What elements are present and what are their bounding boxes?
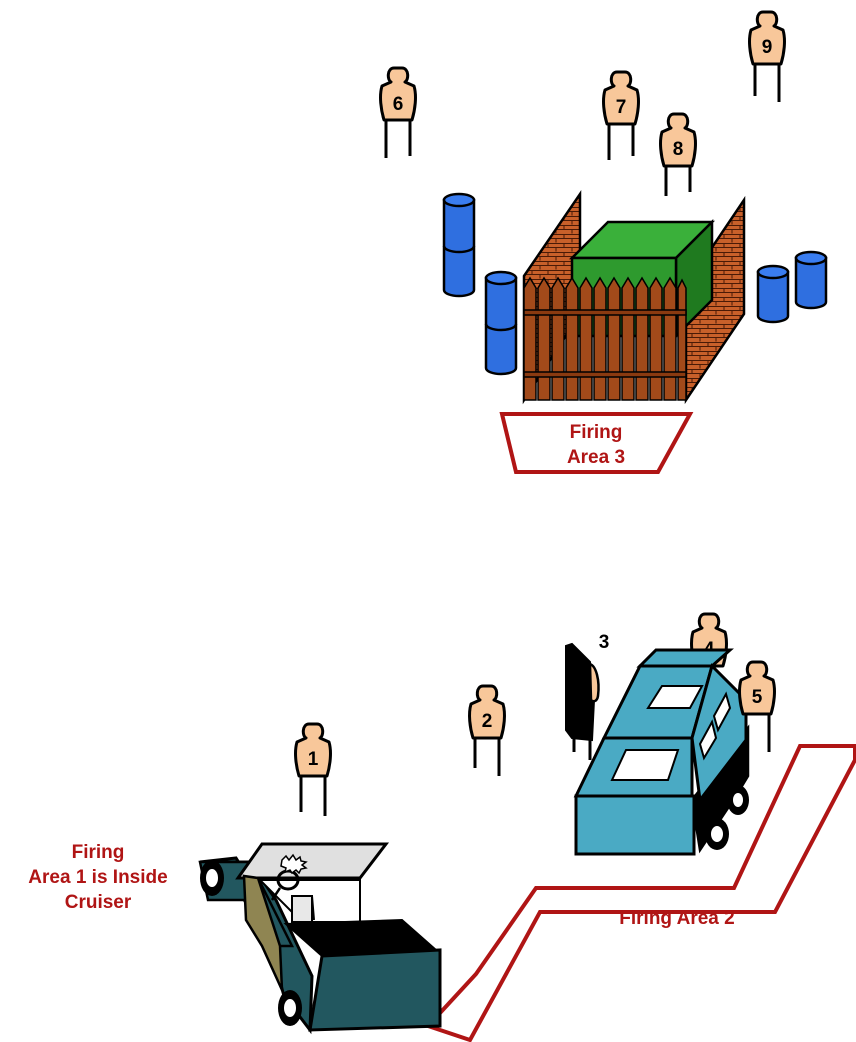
cruiser-wheel-rear (200, 860, 224, 896)
picket-fence (523, 276, 687, 401)
barrel-right-2 (794, 250, 828, 310)
target-9: 9 (748, 10, 786, 102)
barrel-stack-left-back (442, 192, 476, 298)
firing-area-3: Firing Area 3 (499, 412, 694, 474)
police-cruiser (198, 842, 442, 1035)
target-6: 6 (379, 66, 417, 158)
firing-area-1-line-1: Firing (72, 842, 125, 863)
firing-area-2: Firing Area 2 (424, 744, 856, 1042)
firing-area-3-line-1: Firing (570, 422, 623, 443)
target-6-label: 6 (393, 94, 404, 115)
blue-car-wheel-front (705, 818, 729, 850)
firing-area-2-label: Firing Area 2 (619, 908, 734, 929)
target-2-label: 2 (482, 711, 493, 732)
firing-area-1-line-3: Cruiser (65, 892, 132, 913)
target-1-label: 1 (308, 749, 319, 770)
cruiser-wheel-front (278, 990, 302, 1026)
target-2: 2 (468, 684, 506, 776)
target-7: 7 (602, 70, 640, 160)
blue-car-wheel-rear (727, 785, 749, 815)
barrel-right-1 (756, 264, 790, 324)
target-1: 1 (294, 722, 332, 816)
light-bar-icon (280, 853, 308, 875)
firing-area-3-line-2: Area 3 (567, 447, 625, 468)
firing-area-1-line-2: Area 1 is Inside (28, 867, 167, 888)
barricade-structure (442, 189, 828, 405)
target-3-label: 3 (599, 632, 610, 653)
target-7-label: 7 (616, 97, 627, 118)
blue-car (573, 648, 750, 856)
target-8: 8 (659, 112, 697, 196)
target-5: 5 (738, 660, 776, 752)
firing-area-1-label: Firing Area 1 is Inside Cruiser (28, 842, 167, 913)
target-8-label: 8 (673, 139, 684, 160)
target-5-label: 5 (752, 687, 763, 708)
target-3: 3 (565, 632, 610, 760)
barrel-stack-left-front (484, 270, 518, 376)
target-9-label: 9 (762, 37, 773, 58)
